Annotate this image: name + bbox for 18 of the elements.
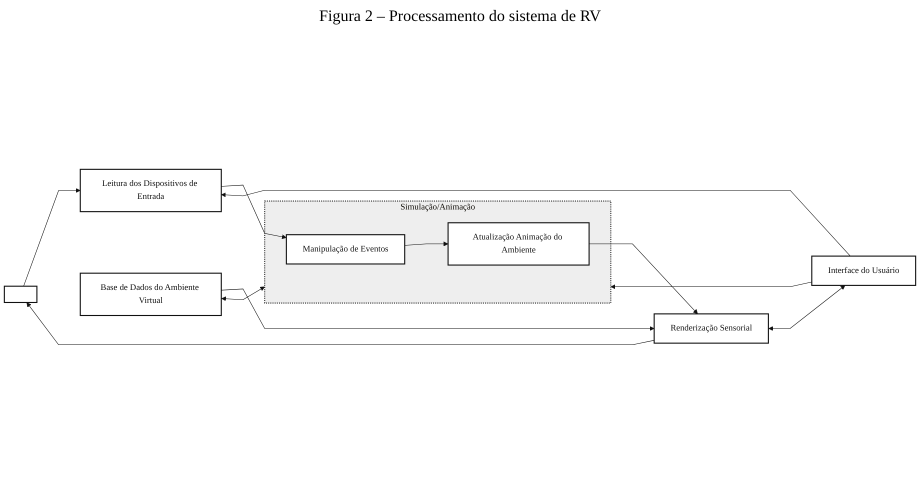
node-box: Leitura dos Dispositivos de Entrada: [80, 169, 222, 213]
node-box: Interface do Usuário: [811, 256, 916, 286]
arrow: [588, 244, 698, 315]
node-box: Renderização Sensorial: [654, 314, 769, 344]
node-box: Base de Dados do Ambiente Virtual: [80, 273, 222, 316]
arrow: [221, 286, 265, 302]
node-box: [4, 286, 38, 304]
arrow: [404, 242, 448, 247]
arrow: [221, 289, 654, 332]
figure-title: Figura 2 – Processamento do sistema de RV: [318, 7, 602, 27]
node-box: Atualização Animação do Ambiente: [448, 222, 590, 266]
node-box: Manipulação de Eventos: [286, 234, 406, 265]
arrow: [23, 188, 80, 287]
arrow: [768, 286, 846, 332]
arrow: [610, 282, 812, 290]
arrow: [221, 190, 851, 257]
arrow: [26, 302, 654, 346]
arrow: [221, 185, 287, 240]
